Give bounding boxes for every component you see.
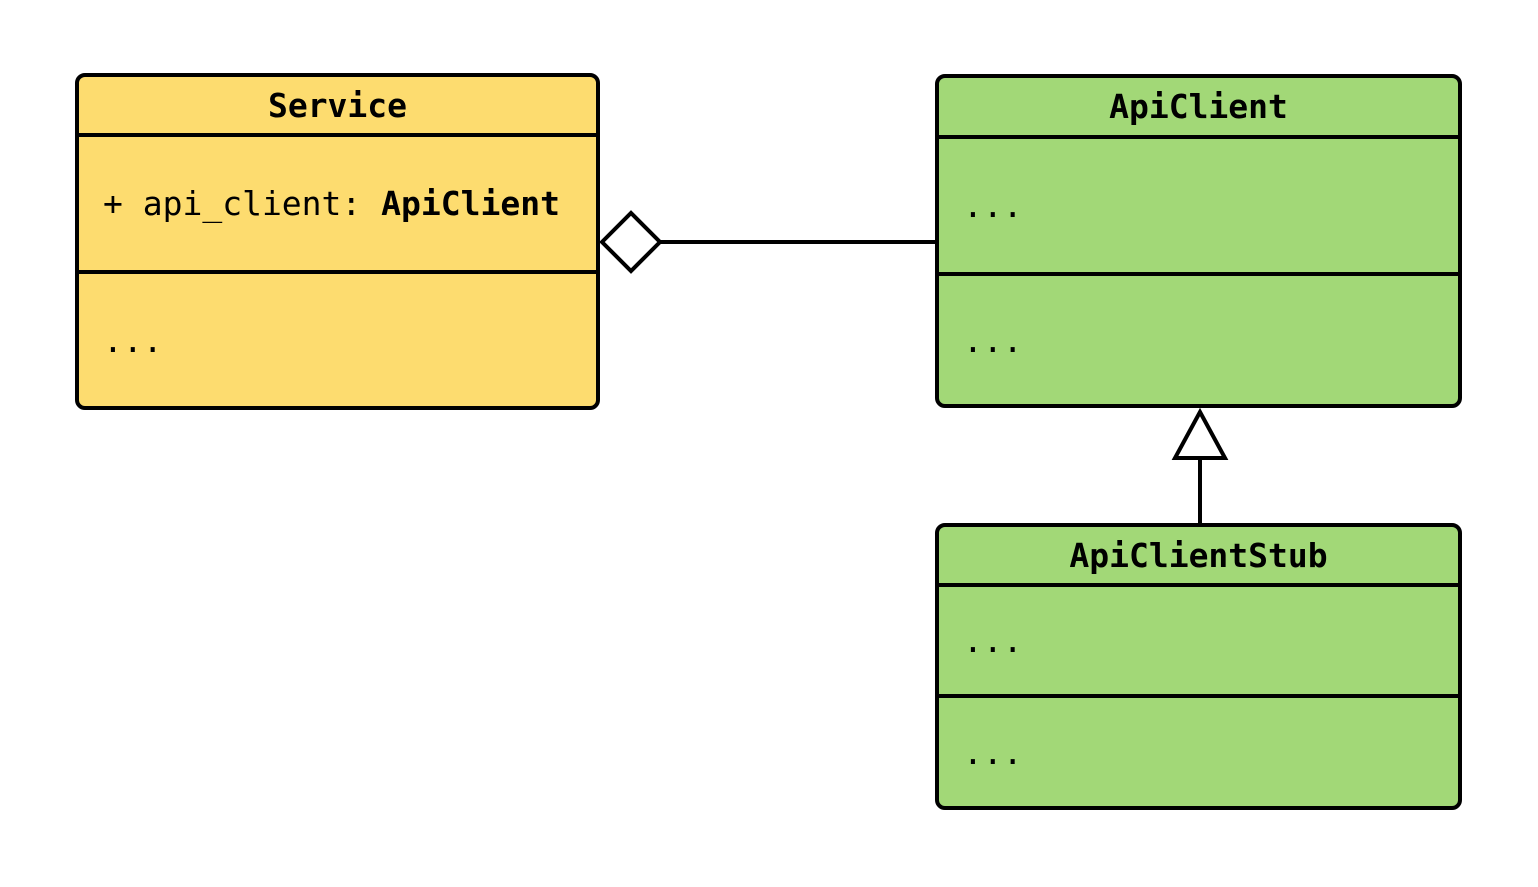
- class-methods-api-client-stub: ...: [939, 698, 1458, 806]
- class-box-service: Service + api_client: ApiClient ...: [75, 73, 600, 410]
- open-triangle-marker-icon: [1171, 407, 1229, 460]
- open-diamond-marker-icon: [599, 210, 663, 274]
- attributes-placeholder-text: ...: [963, 621, 1023, 660]
- class-attributes-api-client-stub: ...: [939, 587, 1458, 698]
- class-box-api-client-stub: ApiClientStub ... ...: [935, 523, 1462, 810]
- methods-placeholder-text: ...: [103, 320, 163, 360]
- methods-placeholder-text: ...: [963, 320, 1023, 360]
- class-methods-api-client: ...: [939, 276, 1458, 404]
- inheritance-connector: [1171, 407, 1229, 523]
- class-attributes-service: + api_client: ApiClient: [79, 137, 596, 274]
- class-attributes-api-client: ...: [939, 139, 1458, 276]
- methods-placeholder-text: ...: [963, 732, 1023, 772]
- class-box-api-client: ApiClient ... ...: [935, 74, 1462, 408]
- attribute-type-text: ApiClient: [381, 184, 560, 223]
- class-title-api-client-stub: ApiClientStub: [939, 527, 1458, 587]
- aggregation-connector: [599, 210, 937, 274]
- class-title-service: Service: [79, 77, 596, 137]
- class-title-api-client: ApiClient: [939, 78, 1458, 139]
- attributes-placeholder-text: ...: [963, 186, 1023, 225]
- attribute-name-text: + api_client:: [103, 184, 382, 223]
- class-methods-service: ...: [79, 274, 596, 406]
